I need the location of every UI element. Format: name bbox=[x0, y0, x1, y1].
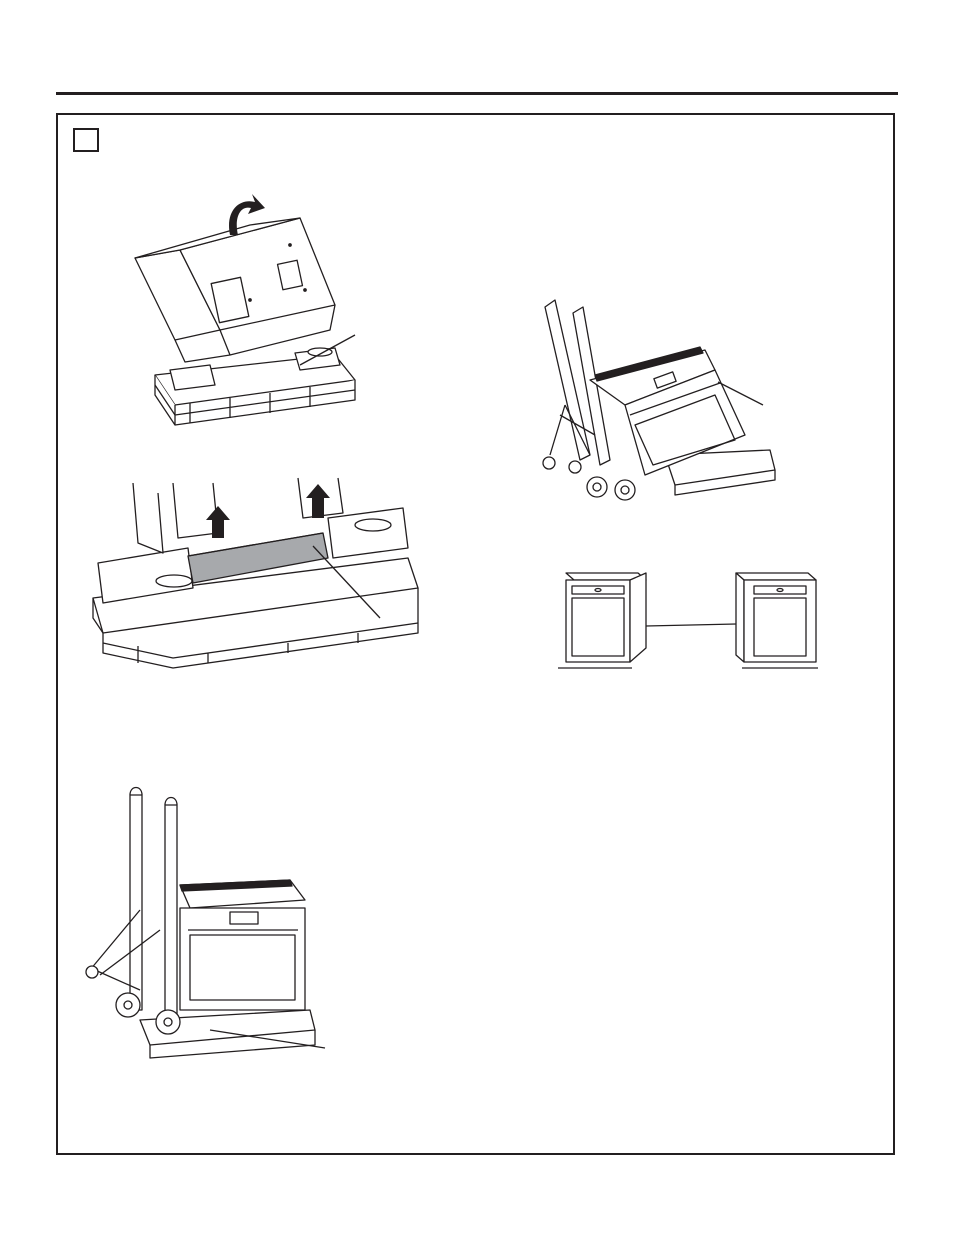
top-rule bbox=[56, 92, 898, 95]
oven-front-view bbox=[180, 880, 305, 1010]
content-frame bbox=[56, 113, 895, 1155]
callout-leader-line bbox=[210, 1030, 325, 1048]
opening-floor-line bbox=[646, 624, 736, 626]
oven-front-view bbox=[590, 347, 745, 475]
cabinet-opening-illustration bbox=[558, 568, 820, 674]
step-number-box bbox=[73, 128, 99, 152]
oven-on-hand-truck-tilted-illustration bbox=[535, 295, 775, 510]
callout-leader-line bbox=[718, 382, 763, 405]
curved-arrow-icon bbox=[229, 194, 265, 235]
oven-on-hand-truck-upright-illustration bbox=[80, 790, 330, 1060]
callout-leader-line bbox=[313, 546, 380, 618]
up-arrow-icon bbox=[306, 484, 330, 518]
hand-truck-icon bbox=[86, 788, 180, 1035]
callout-leader-line bbox=[300, 335, 355, 365]
cabinet-icon bbox=[558, 573, 646, 668]
oven-tilted-on-pallet-illustration bbox=[130, 194, 370, 440]
oven-rear-panel bbox=[135, 218, 335, 362]
hand-truck-icon bbox=[543, 300, 635, 500]
cabinet-icon bbox=[736, 573, 818, 668]
pallet-strip-removal-illustration bbox=[88, 478, 423, 673]
up-arrow-icon bbox=[206, 506, 230, 538]
